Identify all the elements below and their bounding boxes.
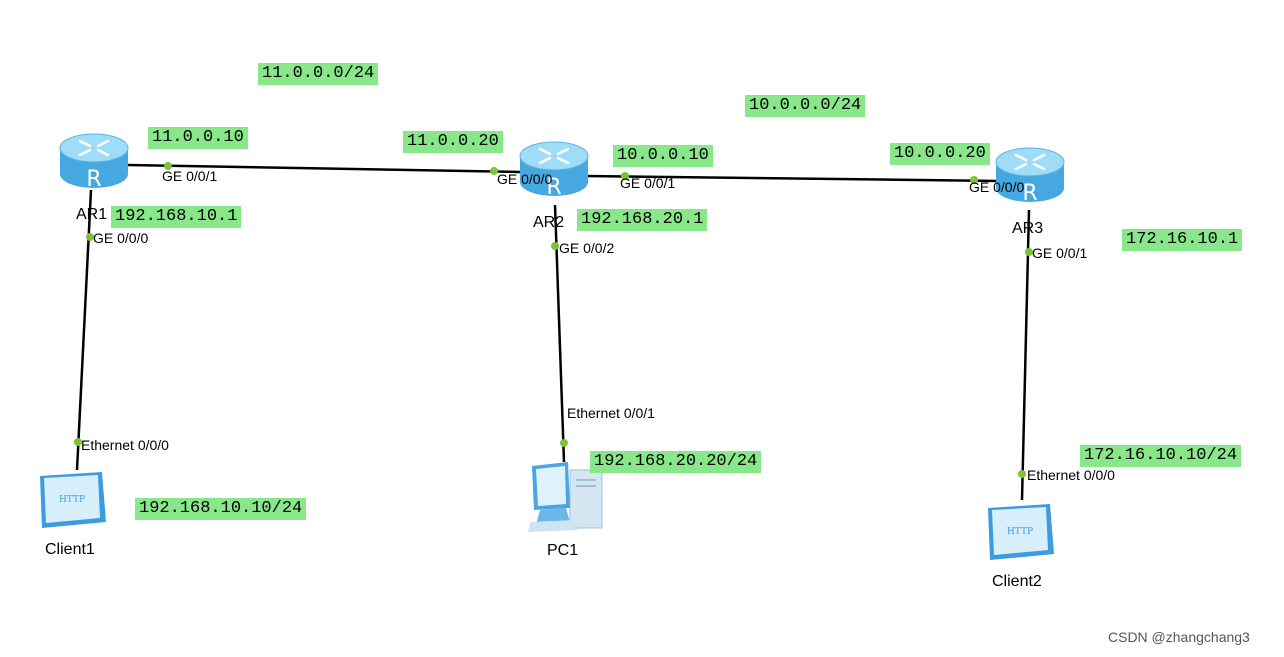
port-label-ar2-ge000: GE 0/0/0 <box>497 171 553 187</box>
http-client-client1-icon[interactable]: HTTP <box>34 468 110 532</box>
device-name-ar3: AR3 <box>1012 220 1044 237</box>
ip-label-pc1: 192.168.20.20/24 <box>590 451 762 473</box>
port-label-client1-eth: Ethernet 0/0/0 <box>81 437 169 453</box>
ip-label-ar3-ge000: 10.0.0.20 <box>890 143 990 165</box>
svg-text:HTTP: HTTP <box>1007 527 1033 537</box>
ip-label-client1: 192.168.10.10/24 <box>135 498 307 520</box>
svg-text:HTTP: HTTP <box>59 495 85 505</box>
port-dot-ar3-ge001 <box>1025 248 1033 256</box>
port-label-ar3-ge000: GE 0/0/0 <box>969 179 1025 195</box>
ip-label-ar3-ge001: 172.16.10.1 <box>1122 229 1243 251</box>
ip-label-ar2-ge001: 10.0.0.10 <box>613 145 713 167</box>
port-dot-ar2-ge000 <box>490 167 498 175</box>
http-client-client2-icon[interactable]: HTTP <box>982 500 1058 564</box>
port-dot-client1-eth <box>74 438 82 446</box>
device-name-client2: Client2 <box>992 573 1042 590</box>
ip-label-ar1-ge001: 11.0.0.10 <box>148 127 248 149</box>
router-ar1-icon[interactable]: R <box>56 128 132 194</box>
ip-label-client2: 172.16.10.10/24 <box>1080 445 1242 467</box>
watermark: CSDN @zhangchang3 <box>1108 629 1250 645</box>
port-dot-ar2-ge002 <box>551 242 559 250</box>
link-ar2-ar3 <box>584 174 1001 183</box>
port-label-ar1-ge000: GE 0/0/0 <box>93 230 149 246</box>
device-name-ar1: AR1 <box>76 206 108 223</box>
router-ar2-icon[interactable]: R <box>516 136 592 202</box>
port-label-client2-eth: Ethernet 0/0/0 <box>1027 467 1115 483</box>
link-ar3-client2 <box>1020 209 1031 501</box>
device-name-ar2: AR2 <box>533 214 565 231</box>
port-label-ar3-ge001: GE 0/0/1 <box>1032 245 1088 261</box>
network-label-11-0-0-0: 11.0.0.0/24 <box>258 63 379 85</box>
router-ar3-icon[interactable]: R <box>992 142 1068 208</box>
link-ar1-ar2 <box>127 163 521 174</box>
ip-label-ar2-ge002: 192.168.20.1 <box>577 209 708 231</box>
device-name-client1: Client1 <box>45 541 95 558</box>
ip-label-ar1-ge000: 192.168.10.1 <box>111 206 242 228</box>
ip-label-ar2-ge000: 11.0.0.20 <box>403 131 503 153</box>
port-label-ar1-ge001: GE 0/0/1 <box>162 168 218 184</box>
link-ar1-client1 <box>75 189 93 471</box>
port-label-ar2-ge001: GE 0/0/1 <box>620 175 676 191</box>
port-dot-client2-eth <box>1018 470 1026 478</box>
port-dot-ar1-ge001 <box>164 162 172 170</box>
port-dot-pc1-eth <box>560 439 568 447</box>
port-dot-ar3-ge000 <box>970 176 978 184</box>
svg-text:R: R <box>1022 181 1037 206</box>
port-dot-ar1-ge000 <box>86 233 94 241</box>
device-name-pc1: PC1 <box>547 542 579 559</box>
port-label-ar2-ge002: GE 0/0/2 <box>559 240 615 256</box>
port-label-pc1-eth: Ethernet 0/0/1 <box>567 405 655 421</box>
svg-text:R: R <box>86 167 101 192</box>
network-label-10-0-0-0: 10.0.0.0/24 <box>745 95 866 117</box>
pc-pc1-icon[interactable] <box>526 460 608 536</box>
port-dot-ar2-ge001 <box>621 172 629 180</box>
svg-text:R: R <box>546 175 561 200</box>
